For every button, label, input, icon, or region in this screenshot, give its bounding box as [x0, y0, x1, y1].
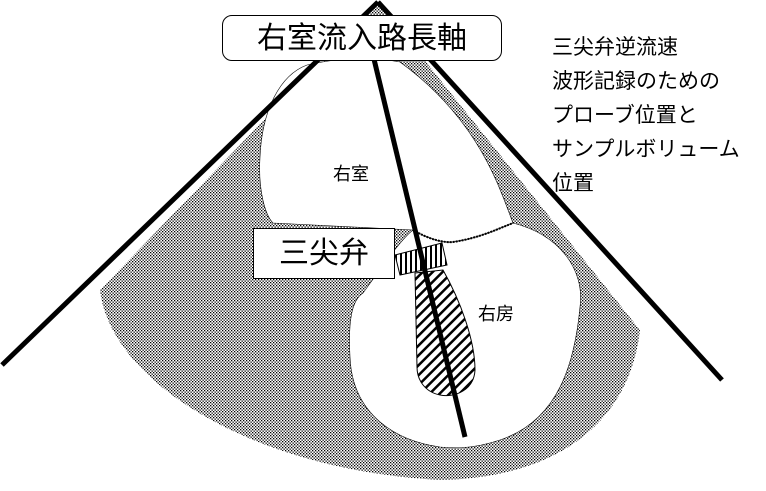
right-ventricle-cavity: [259, 58, 514, 243]
caption-line: 三尖弁逆流速: [552, 35, 678, 59]
caption: 三尖弁逆流速 波形記録のための プローブ位置と サンプルボリューム 位置: [552, 30, 740, 200]
caption-line: サンプルボリューム: [552, 137, 740, 161]
caption-line: プローブ位置と: [552, 103, 698, 127]
view-title: 右室流入路長軸: [222, 15, 502, 61]
right-atrium-label: 右房: [478, 304, 514, 325]
sector-left-edge: [0, 0, 380, 367]
tricuspid-annulus-line: [412, 222, 514, 244]
caption-line: 位置: [552, 171, 594, 195]
tricuspid-valve-label: 三尖弁: [253, 228, 395, 279]
right-ventricle-label: 右室: [333, 164, 369, 185]
sector-right-edge: [376, 0, 724, 382]
sample-volume-beam-line: [370, 54, 468, 438]
caption-line: 波形記録のための: [552, 69, 720, 93]
